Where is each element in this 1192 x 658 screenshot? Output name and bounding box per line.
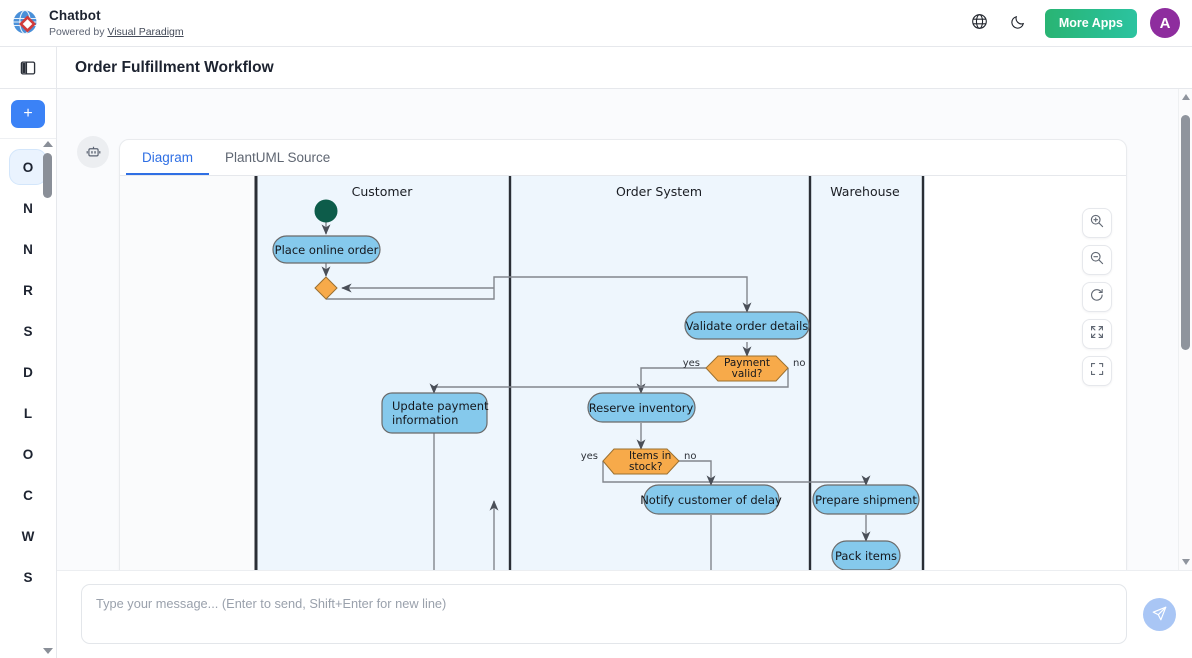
uml-activity-diagram: Customer Order System Warehouse xyxy=(120,176,925,570)
scrollbar-thumb[interactable] xyxy=(43,153,52,198)
sidebar-item-0[interactable]: O xyxy=(9,149,47,185)
fit-to-screen-button[interactable] xyxy=(1082,319,1112,349)
svg-text:no: no xyxy=(684,451,696,462)
zoom-in-button[interactable] xyxy=(1082,208,1112,238)
new-chat-button[interactable]: + xyxy=(11,99,45,128)
visual-paradigm-link[interactable]: Visual Paradigm xyxy=(107,25,184,38)
activity-node-pack-items: Pack items xyxy=(831,540,901,570)
scroll-up-arrow-icon[interactable] xyxy=(42,141,53,147)
page-scrollbar-thumb[interactable] xyxy=(1181,115,1190,350)
sidebar-item-9[interactable]: W xyxy=(21,528,35,544)
activity-node-notify-customer-of-delay: Notify customer of delay xyxy=(640,484,782,515)
svg-text:Items in: Items in xyxy=(629,450,671,462)
zoom-in-icon xyxy=(1089,213,1105,234)
reset-view-button[interactable] xyxy=(1082,282,1112,312)
decision-node-items-in-stock: Items in stock? yes no xyxy=(581,448,696,475)
tab-plantuml-source[interactable]: PlantUML Source xyxy=(209,150,346,175)
diagram-viewport[interactable]: Customer Order System Warehouse xyxy=(120,176,1126,570)
more-apps-button[interactable]: More Apps xyxy=(1044,8,1137,38)
lane-label-customer: Customer xyxy=(352,184,414,199)
theme-toggle-button[interactable] xyxy=(1006,10,1032,36)
language-button[interactable] xyxy=(967,10,993,36)
sidebar-item-10[interactable]: S xyxy=(23,569,33,585)
merge-node xyxy=(314,276,338,300)
page-scrollbar[interactable] xyxy=(1178,89,1192,570)
toggle-sidebar-button[interactable] xyxy=(0,47,57,88)
svg-text:stock?: stock? xyxy=(629,461,662,473)
powered-by-prefix: Powered by xyxy=(49,25,105,38)
svg-text:information: information xyxy=(392,413,458,427)
svg-text:Place online order: Place online order xyxy=(275,243,379,257)
powered-by: Powered by Visual Paradigm xyxy=(49,26,184,38)
moon-icon xyxy=(1010,13,1027,33)
send-paper-plane-icon xyxy=(1151,605,1168,625)
avatar[interactable]: A xyxy=(1150,8,1180,38)
lane-label-order-system: Order System xyxy=(616,184,702,199)
scroll-up-arrow-icon[interactable] xyxy=(1182,94,1190,100)
sidebar-item-7[interactable]: O xyxy=(22,446,34,462)
fullscreen-corners-icon xyxy=(1089,361,1105,382)
app-title: Chatbot xyxy=(49,8,101,24)
svg-text:yes: yes xyxy=(581,451,598,462)
decision-node-payment-valid: Payment valid? yes no xyxy=(683,355,805,382)
header-actions: More Apps A xyxy=(967,8,1192,38)
sidebar-item-4[interactable]: S xyxy=(23,323,33,339)
svg-text:valid?: valid? xyxy=(732,368,763,380)
message-composer xyxy=(57,570,1192,658)
activity-node-place-online-order: Place online order xyxy=(272,235,381,264)
sidebar-item-5[interactable]: D xyxy=(23,364,33,380)
new-chat-row: + xyxy=(0,89,56,139)
robot-icon xyxy=(77,136,109,168)
fullscreen-button[interactable] xyxy=(1082,356,1112,386)
svg-text:Prepare shipment: Prepare shipment xyxy=(815,493,917,507)
document-header: Order Fulfillment Workflow xyxy=(0,47,1192,89)
sidebar-panel-icon xyxy=(20,60,36,76)
start-node xyxy=(314,199,338,223)
message-input[interactable] xyxy=(81,584,1127,644)
send-button[interactable] xyxy=(1143,598,1176,631)
svg-text:Payment: Payment xyxy=(724,357,770,369)
zoom-controls xyxy=(1082,208,1112,386)
svg-text:Notify customer of delay: Notify customer of delay xyxy=(640,493,782,507)
page-title: Order Fulfillment Workflow xyxy=(75,58,274,76)
zoom-out-button[interactable] xyxy=(1082,245,1112,275)
tab-diagram[interactable]: Diagram xyxy=(126,150,210,175)
svg-text:Pack items: Pack items xyxy=(835,549,897,563)
zoom-out-icon xyxy=(1089,250,1105,271)
brand: Chatbot Powered by Visual Paradigm xyxy=(0,8,184,38)
app-header: Chatbot Powered by Visual Paradigm xyxy=(0,0,1192,47)
svg-text:Validate order details: Validate order details xyxy=(686,319,809,333)
reset-rotate-icon xyxy=(1089,287,1105,308)
lane-bg-empty xyxy=(120,176,255,570)
sidebar-item-1[interactable]: N xyxy=(23,200,33,216)
visual-paradigm-globe-logo-icon xyxy=(12,9,40,37)
activity-node-validate-order-details: Validate order details xyxy=(684,311,810,340)
svg-text:yes: yes xyxy=(683,358,700,369)
activity-node-reserve-inventory: Reserve inventory xyxy=(587,392,696,423)
expand-arrows-icon xyxy=(1089,324,1105,345)
sidebar-item-2[interactable]: N xyxy=(23,241,33,257)
lane-label-warehouse: Warehouse xyxy=(830,184,900,199)
sidebar-item-6[interactable]: L xyxy=(23,405,33,421)
svg-text:no: no xyxy=(793,358,805,369)
scroll-down-arrow-icon[interactable] xyxy=(42,648,53,654)
scroll-down-arrow-icon[interactable] xyxy=(1182,559,1190,565)
activity-node-prepare-shipment: Prepare shipment xyxy=(812,484,920,515)
globe-icon xyxy=(971,13,988,33)
activity-node-update-payment-information: Update payment information xyxy=(381,392,489,434)
svg-text:Update payment: Update payment xyxy=(392,399,489,413)
sidebar-item-8[interactable]: C xyxy=(23,487,33,503)
sidebar-scrollbar[interactable] xyxy=(42,139,53,658)
svg-text:Reserve inventory: Reserve inventory xyxy=(589,401,694,415)
sidebar-item-3[interactable]: R xyxy=(23,282,33,298)
